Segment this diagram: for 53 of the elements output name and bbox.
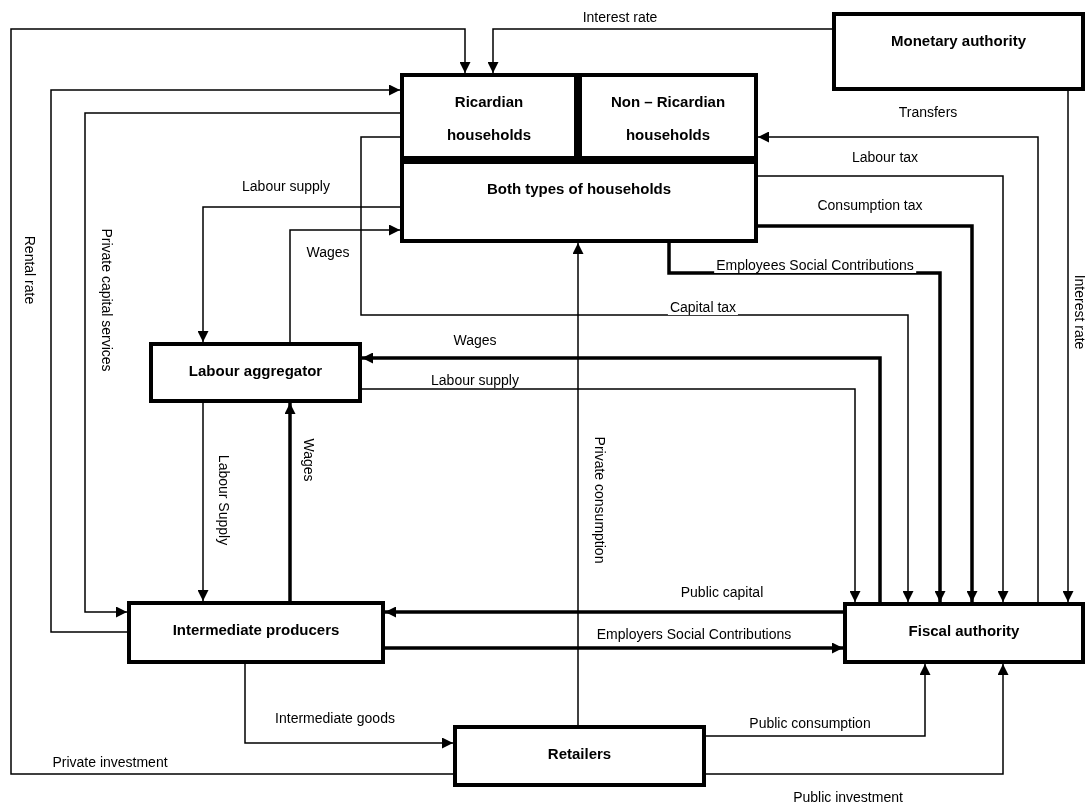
arrow (197, 402, 209, 602)
edge-label: Consumption tax (815, 197, 925, 213)
arrow (1062, 90, 1074, 603)
edge-label: Wages (451, 332, 499, 348)
arrow (572, 242, 584, 726)
edge-label: Labour supply (240, 178, 332, 194)
edge-label: Private investment (50, 754, 170, 770)
arrow (757, 175, 1009, 603)
arrow (487, 28, 833, 74)
box-label: Fiscal authority (908, 621, 1020, 641)
box-label: Intermediate producers (172, 620, 340, 640)
edge-label: Wages (301, 436, 317, 484)
edge-label: Employers Social Contributions (594, 626, 794, 642)
arrow (50, 84, 401, 633)
edge-label: Capital tax (667, 299, 739, 315)
arrow (361, 388, 861, 603)
edge-label: Intermediate goods (273, 710, 397, 726)
arrow (757, 131, 1039, 603)
arrow (705, 663, 931, 737)
arrow (385, 642, 843, 654)
arrow (362, 352, 882, 602)
arrow (360, 136, 914, 603)
box-label: Labour aggregator (188, 361, 323, 381)
edge-label: Employees Social Contributions (714, 257, 916, 273)
edge-label: Public capital (678, 584, 766, 600)
arrow (758, 224, 978, 602)
edge-label: Public consumption (747, 715, 873, 731)
box-label: Non – Ricardian households (609, 92, 727, 145)
process-box (127, 601, 385, 664)
arrow (10, 28, 471, 775)
box-label: Retailers (547, 744, 612, 764)
edge-label: Labour supply (429, 372, 521, 388)
process-box (832, 12, 1085, 91)
arrow (84, 112, 401, 618)
arrow (705, 663, 1009, 775)
edge-label: Public investment (791, 789, 905, 805)
arrow (284, 403, 296, 601)
arrow (385, 606, 843, 618)
edge-label: Wages (304, 244, 352, 260)
process-box (400, 160, 758, 243)
edge-label: Transfers (896, 104, 960, 120)
arrow (244, 663, 454, 749)
edge-label: Private consumption (592, 434, 608, 566)
process-box (843, 602, 1085, 664)
arrow (197, 206, 401, 343)
process-box (149, 342, 362, 403)
box-label: Monetary authority (891, 31, 1026, 51)
arrow (289, 224, 401, 343)
box-label: Ricardian households (445, 92, 533, 145)
process-box (453, 725, 706, 787)
arrow (667, 243, 946, 602)
box-label: Both types of households (486, 179, 672, 199)
edge-label: Private capital services (99, 226, 115, 374)
